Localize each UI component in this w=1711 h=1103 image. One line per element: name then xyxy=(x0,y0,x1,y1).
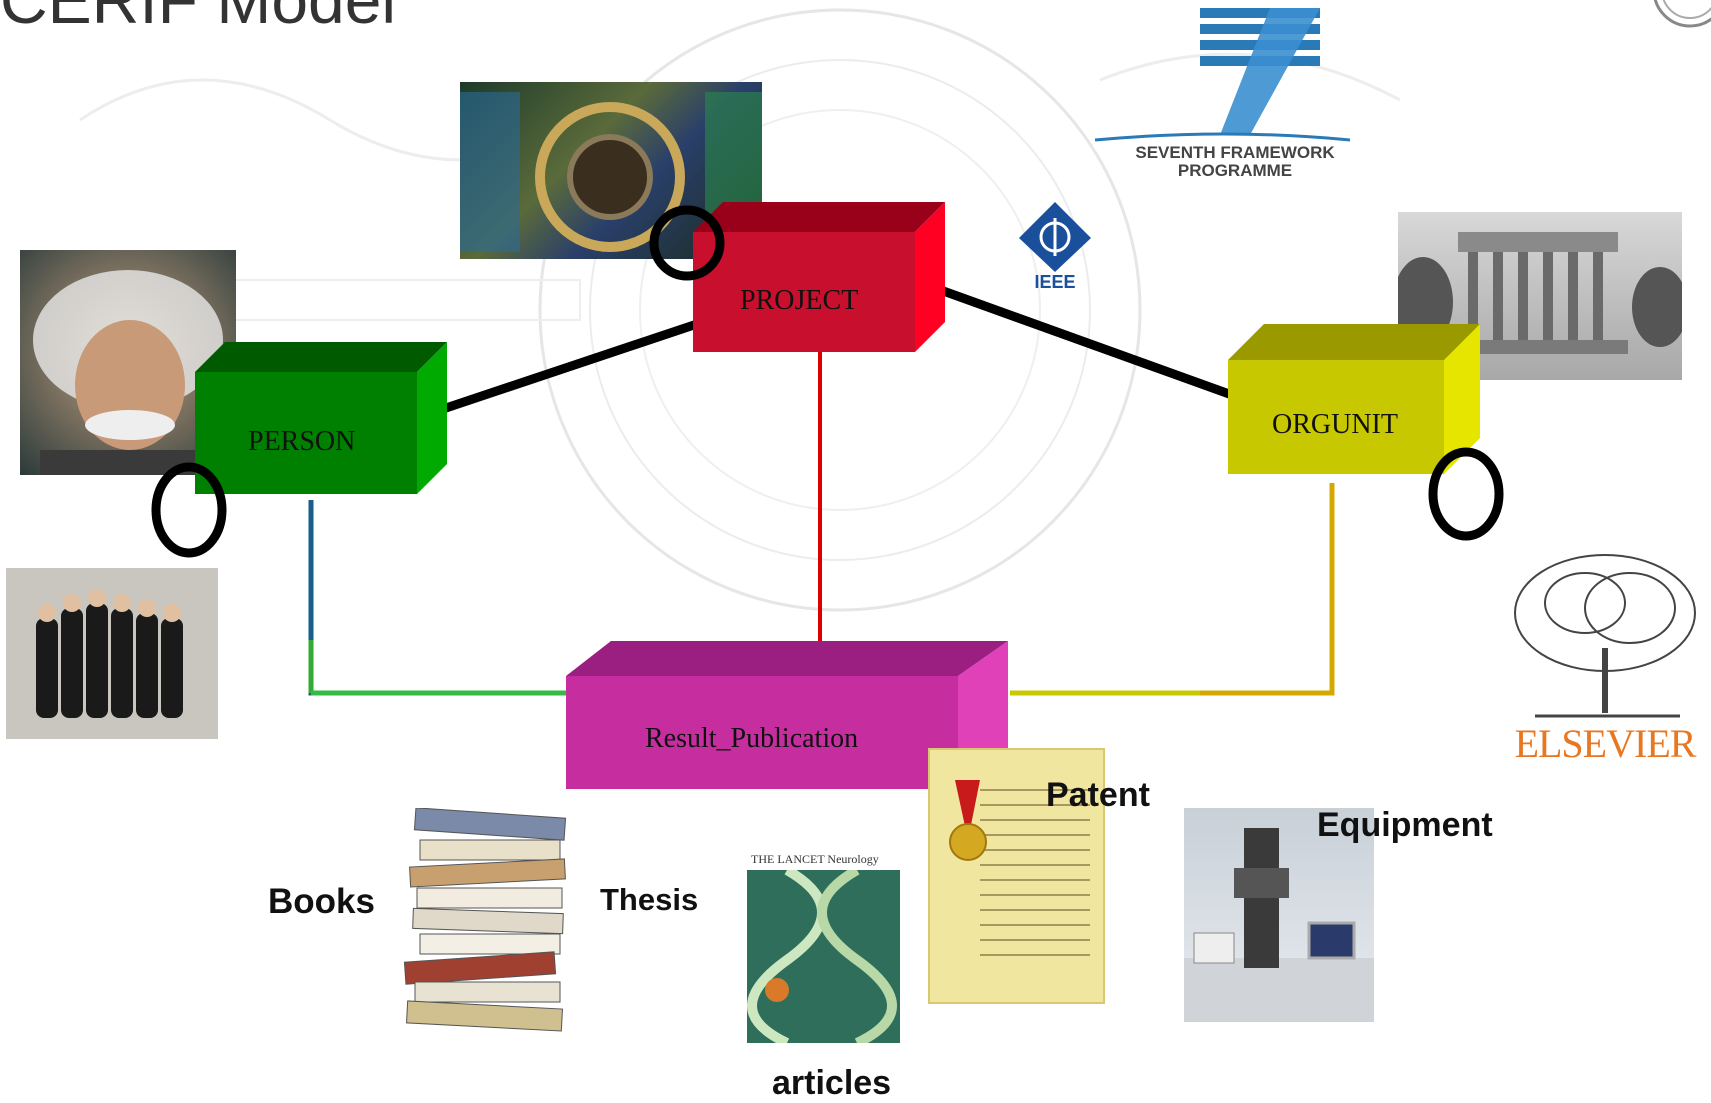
elsevier-logo: ELSEVIER xyxy=(1505,548,1705,768)
equipment-label: Equipment xyxy=(1317,806,1493,844)
project-marker-circle xyxy=(649,205,725,281)
elsevier-text: ELSEVIER xyxy=(1514,721,1697,766)
lancet-journal-cover: THE LANCET Neurology xyxy=(747,848,900,1043)
person-marker-circle xyxy=(151,462,227,558)
patent-label: Patent xyxy=(1046,776,1150,814)
fp7-line1: SEVENTH FRAMEWORK xyxy=(1135,143,1335,162)
equipment-photo xyxy=(1184,808,1374,1022)
project-box xyxy=(693,202,945,352)
fp7-line2: PROGRAMME xyxy=(1177,161,1293,180)
person-portrait-photo xyxy=(20,250,236,475)
group-photo xyxy=(6,568,218,739)
ieee-text: IEEE xyxy=(1034,272,1076,292)
person-project-link xyxy=(438,318,702,415)
ieee-logo: IEEE xyxy=(1015,200,1095,295)
project-label: PROJECT xyxy=(740,285,859,316)
seal-logo xyxy=(1653,0,1711,28)
person-box xyxy=(195,342,447,494)
orgunit-label: ORGUNIT xyxy=(1272,409,1398,440)
orgunit-box xyxy=(1228,324,1480,474)
project-orgunit-link xyxy=(933,283,1234,400)
articles-label: articles xyxy=(772,1064,892,1102)
orgunit-marker-circle xyxy=(1428,447,1504,541)
page-title: CERIF Model xyxy=(0,0,397,37)
thesis-label: Thesis xyxy=(600,882,699,917)
books-label: Books xyxy=(268,882,375,921)
patent-certificate-image xyxy=(928,748,1105,1004)
fp7-logo: SEVENTH FRAMEWORK PROGRAMME xyxy=(1090,0,1360,185)
books-stack-image xyxy=(395,807,575,1048)
person-label: PERSON xyxy=(248,426,356,457)
result-publication-label: Result_Publication xyxy=(645,723,859,754)
lancet-title: THE LANCET Neurology xyxy=(747,848,900,870)
